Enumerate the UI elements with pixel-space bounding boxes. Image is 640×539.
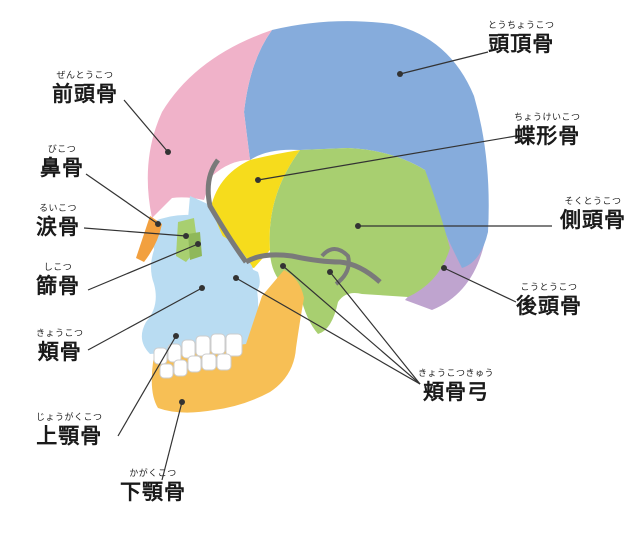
ruby-occipital: こうとうこつ xyxy=(520,283,578,293)
leader-parietal xyxy=(399,51,489,75)
dot xyxy=(155,221,161,227)
dot xyxy=(355,223,361,229)
label-nasal: びこつ 鼻骨 xyxy=(40,146,84,179)
text-temporal: 側頭骨 xyxy=(560,208,626,232)
label-sphenoid: ちょうけいこつ 蝶形骨 xyxy=(514,114,581,147)
leader-occipital xyxy=(443,267,517,303)
text-sphenoid: 蝶形骨 xyxy=(514,124,581,148)
orbit-outline xyxy=(205,158,249,264)
text-ethmoid: 篩骨 xyxy=(36,274,80,298)
text-zygomatic-arch: 頬骨弓 xyxy=(423,380,489,404)
label-frontal: ぜんとうこつ 前頭骨 xyxy=(52,72,118,105)
label-lacrimal: るいこつ 涙骨 xyxy=(36,205,80,238)
tooth xyxy=(173,359,188,377)
ruby-zygomatic-arch: きょうこつきゅう xyxy=(418,369,495,379)
dot xyxy=(165,149,171,155)
leader-lines xyxy=(83,51,552,481)
label-zygomatic: きょうこつ 頬骨 xyxy=(36,330,84,363)
tooth xyxy=(225,333,243,357)
dot xyxy=(441,265,447,271)
frontal-bone xyxy=(147,30,272,218)
leader-dots xyxy=(155,71,447,405)
ruby-temporal: そくとうこつ xyxy=(564,197,622,207)
text-frontal: 前頭骨 xyxy=(52,82,118,106)
ruby-mandible: かがくこつ xyxy=(129,469,177,479)
dot xyxy=(233,275,239,281)
text-zygomatic: 頬骨 xyxy=(37,340,82,364)
leader-arch-3 xyxy=(329,271,421,385)
tooth xyxy=(201,353,217,371)
text-nasal: 鼻骨 xyxy=(40,156,84,180)
ruby-ethmoid: しこつ xyxy=(43,263,73,273)
label-ethmoid: しこつ 篩骨 xyxy=(36,264,80,297)
temporal-bone xyxy=(269,148,450,334)
ruby-maxilla: じょうがくこつ xyxy=(36,413,103,423)
text-lacrimal: 涙骨 xyxy=(36,215,80,239)
ruby-frontal: ぜんとうこつ xyxy=(56,71,114,81)
label-mandible: かがくこつ 下顎骨 xyxy=(120,470,186,503)
leader-nasal xyxy=(85,173,159,225)
leader-lacrimal xyxy=(83,227,187,237)
text-mandible: 下顎骨 xyxy=(120,480,186,504)
dot xyxy=(199,285,205,291)
dot xyxy=(173,333,179,339)
ruby-lacrimal: るいこつ xyxy=(38,204,77,214)
leader-mandible xyxy=(161,401,183,481)
tooth xyxy=(187,355,202,373)
ruby-nasal: びこつ xyxy=(47,145,77,155)
tooth xyxy=(181,339,196,359)
zygomatic-arch-outline xyxy=(244,252,382,284)
leader-zygomatic xyxy=(87,287,203,351)
label-zygomatic-arch: きょうこつきゅう 頬骨弓 xyxy=(418,370,494,403)
dot xyxy=(280,263,286,269)
dot xyxy=(195,241,201,247)
dot xyxy=(397,71,403,77)
text-occipital: 後頭骨 xyxy=(516,294,582,318)
leader-arch-1 xyxy=(235,277,421,385)
label-occipital: こうとうこつ 後頭骨 xyxy=(516,284,582,317)
ruby-parietal: とうちょうこつ xyxy=(488,21,555,31)
text-maxilla: 上顎骨 xyxy=(36,424,103,448)
ethmoid-bone xyxy=(188,232,202,260)
leader-arch-2 xyxy=(282,265,421,385)
parietal-bone xyxy=(244,21,489,268)
label-temporal: そくとうこつ 側頭骨 xyxy=(560,198,626,231)
leader-ethmoid xyxy=(87,243,199,291)
dot xyxy=(179,399,185,405)
tooth xyxy=(210,333,226,355)
label-parietal: とうちょうこつ 頭頂骨 xyxy=(488,22,555,55)
nasal-bone xyxy=(136,216,162,262)
zygomatic-bone xyxy=(184,196,260,298)
tooth xyxy=(153,347,168,365)
leader-frontal xyxy=(123,99,169,153)
ruby-sphenoid: ちょうけいこつ xyxy=(514,113,581,123)
leader-sphenoid xyxy=(257,135,517,181)
ruby-zygomatic: きょうこつ xyxy=(36,329,84,339)
tooth xyxy=(159,363,174,379)
ear-outline xyxy=(320,247,351,286)
dot xyxy=(183,233,189,239)
dot xyxy=(255,177,261,183)
tooth xyxy=(216,353,232,371)
lower-teeth xyxy=(159,353,232,379)
dot xyxy=(327,269,333,275)
text-parietal: 頭頂骨 xyxy=(488,32,555,56)
leader-maxilla xyxy=(117,335,177,437)
tooth xyxy=(195,335,211,357)
label-maxilla: じょうがくこつ 上顎骨 xyxy=(36,414,103,447)
mandible-bone xyxy=(151,270,304,413)
